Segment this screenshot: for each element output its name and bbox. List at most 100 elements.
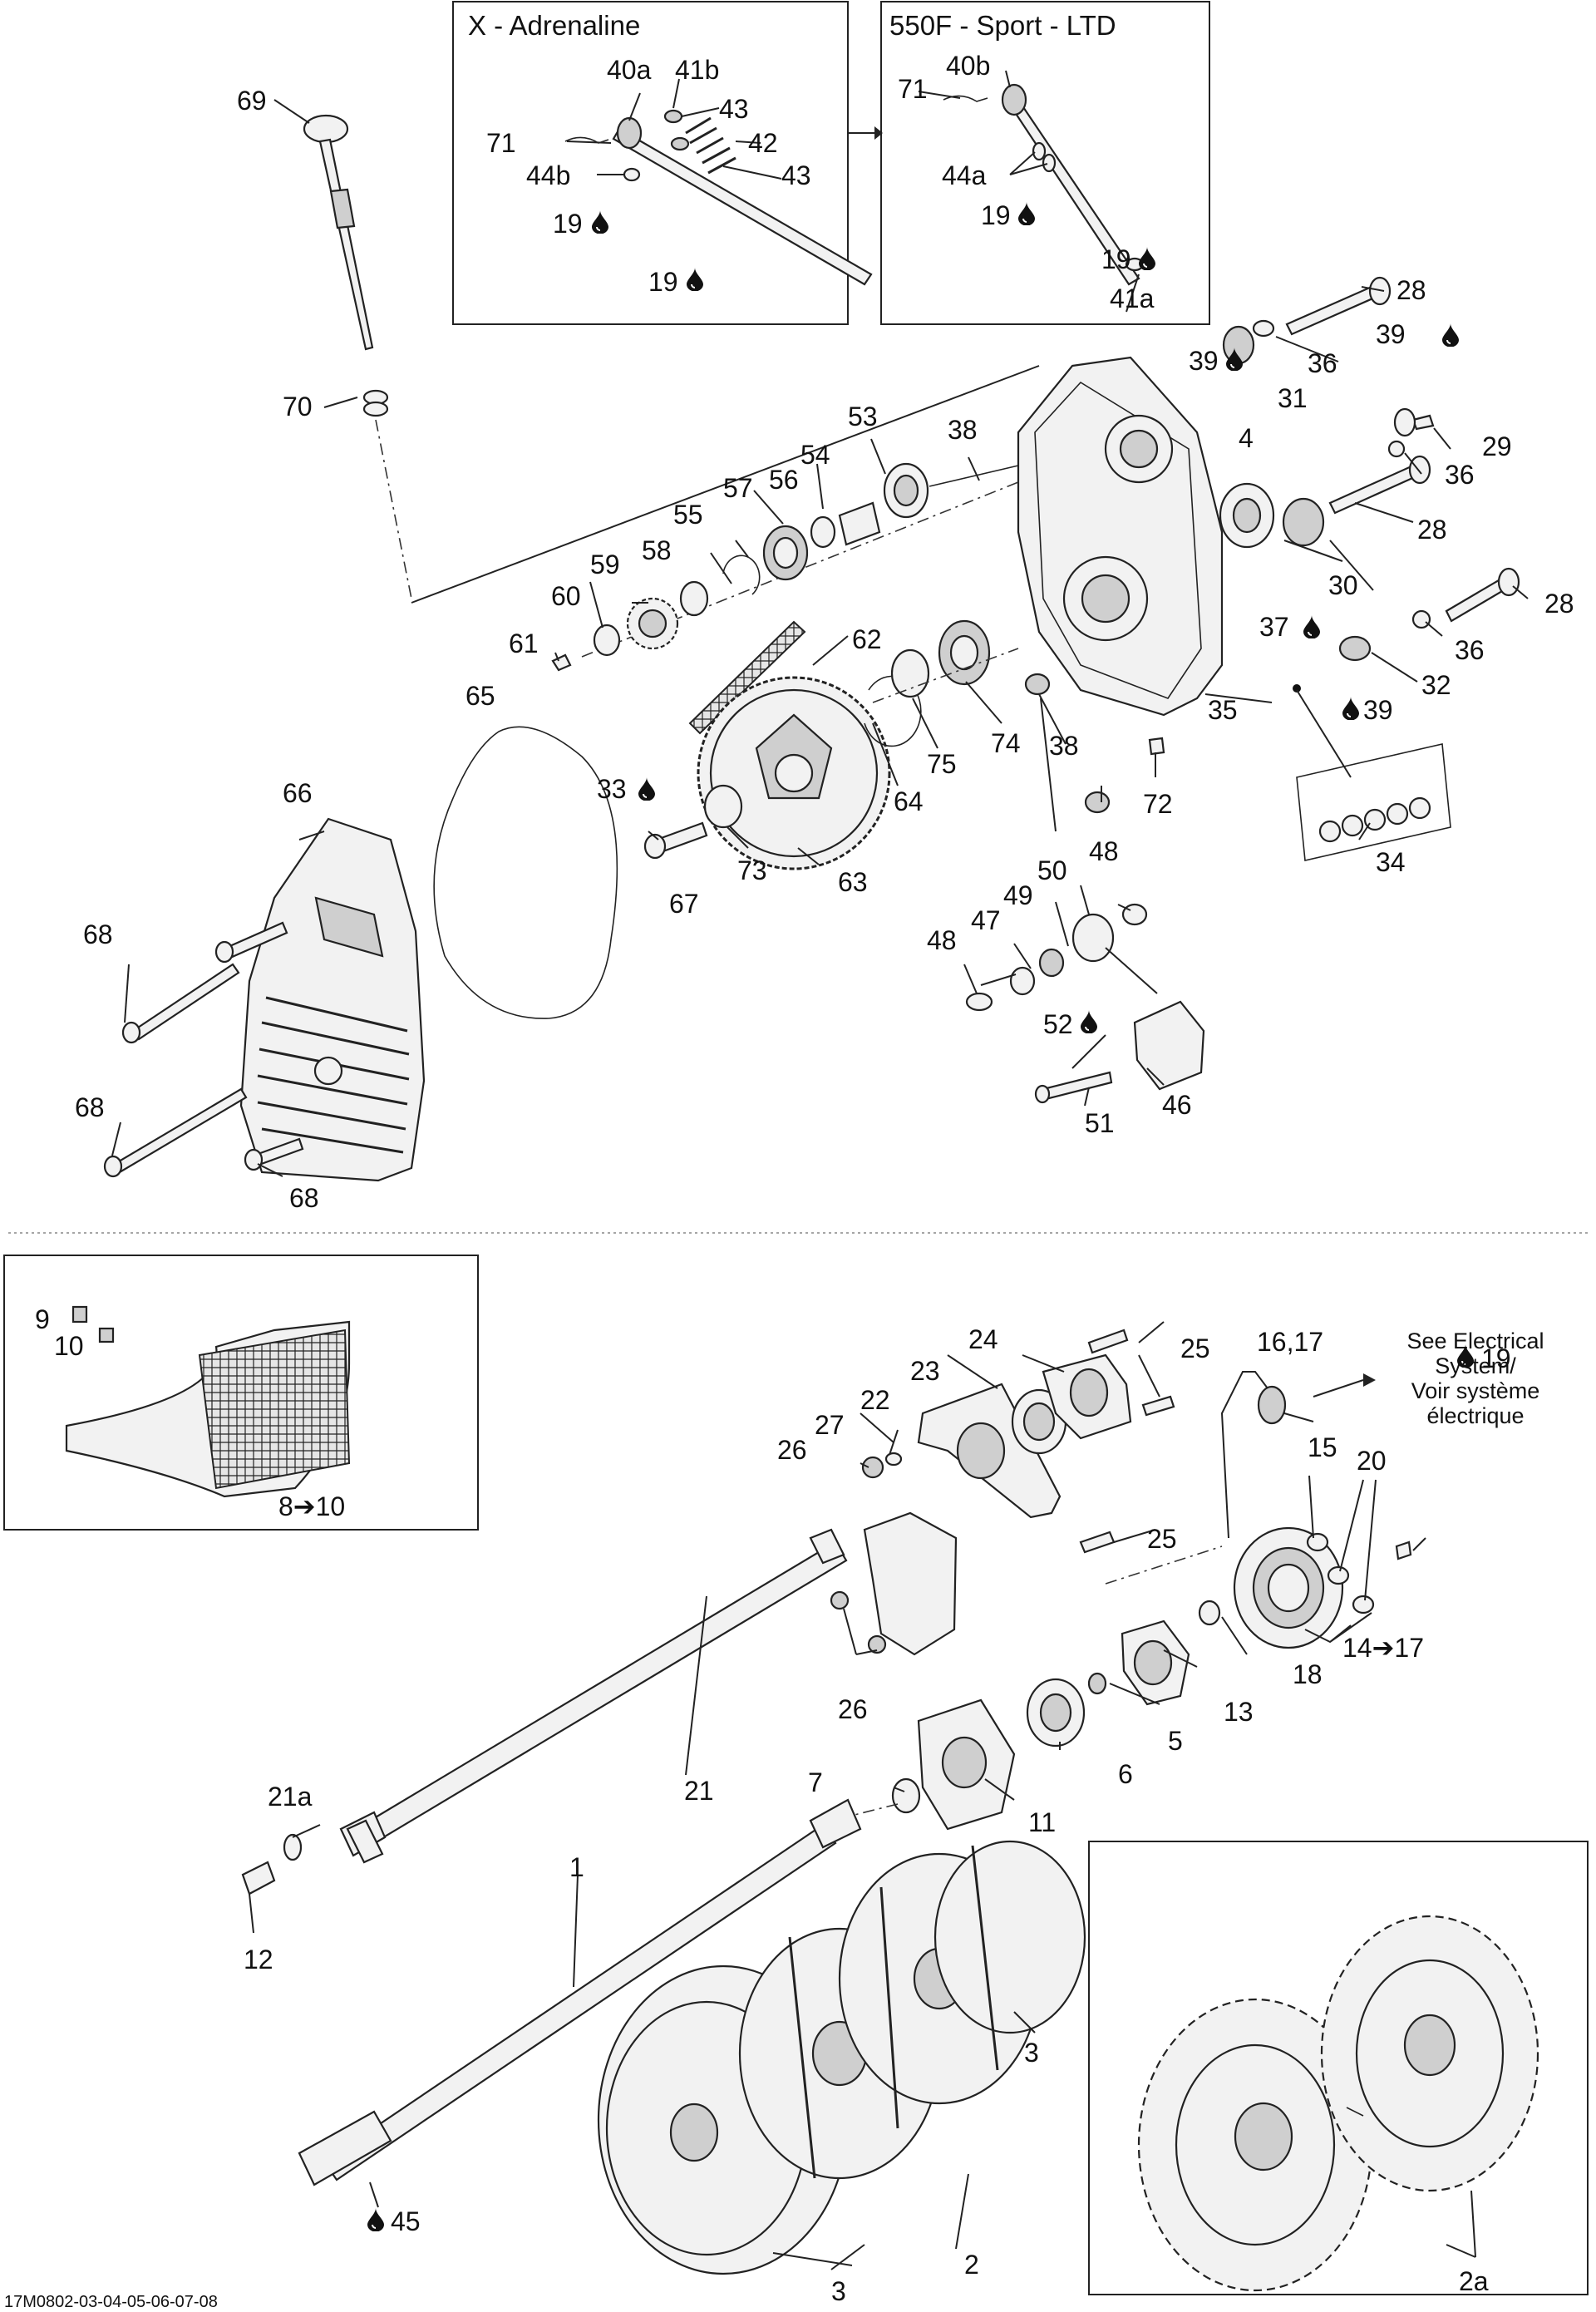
chaincase-cover bbox=[103, 817, 426, 1182]
leader-lines bbox=[111, 70, 1529, 2270]
inset-550f-sport-ltd: 550F - Sport - LTD bbox=[880, 1, 1210, 325]
inset-title-sport: 550F - Sport - LTD bbox=[889, 10, 1116, 41]
callout: 27 bbox=[815, 1410, 845, 1440]
callout: 19 bbox=[553, 209, 583, 239]
oil-drop-icon bbox=[638, 777, 655, 801]
oil-drop-icon bbox=[1442, 323, 1459, 347]
inset-track bbox=[3, 1255, 479, 1531]
oil-drop-icon bbox=[1342, 697, 1359, 720]
callout: 50 bbox=[1037, 855, 1067, 885]
callout: 12 bbox=[244, 1945, 273, 1974]
callout: 71 bbox=[898, 74, 928, 104]
callout: 20 bbox=[1357, 1446, 1387, 1476]
callout: 68 bbox=[75, 1092, 105, 1122]
valve-assembly-adrenaline bbox=[564, 109, 873, 286]
callout: 57 bbox=[723, 473, 753, 503]
callout: 39 bbox=[1376, 319, 1406, 349]
callout: 39 bbox=[1189, 346, 1219, 376]
callout: 22 bbox=[860, 1385, 890, 1415]
callout: 31 bbox=[1278, 383, 1308, 413]
callout: 9 bbox=[35, 1304, 50, 1334]
callout: 28 bbox=[1417, 515, 1447, 545]
callout: 40a bbox=[607, 55, 652, 85]
inset-title-adrenaline: X - Adrenaline bbox=[468, 10, 640, 41]
callout: 24 bbox=[968, 1324, 998, 1354]
callout: 49 bbox=[1003, 880, 1033, 910]
callout: 4 bbox=[1239, 423, 1254, 453]
callout: 56 bbox=[769, 465, 799, 495]
callout: 38 bbox=[948, 415, 978, 445]
callout: 41b bbox=[675, 55, 719, 85]
note-line-4: électrique bbox=[1426, 1403, 1524, 1428]
callout: 6 bbox=[1118, 1759, 1133, 1789]
callout: 19 bbox=[1101, 244, 1131, 274]
callout: 25 bbox=[1147, 1524, 1177, 1554]
callout: 32 bbox=[1421, 670, 1451, 700]
valve-assembly-sport bbox=[943, 83, 1145, 286]
callout: 19 bbox=[648, 267, 678, 297]
electrical-note: See Electrical System/ Voir système élec… bbox=[1406, 1329, 1544, 1428]
oil-drop-icon bbox=[1139, 247, 1155, 270]
chaincase-gasket bbox=[433, 726, 618, 1019]
callout: 26 bbox=[838, 1694, 868, 1724]
callout: 35 bbox=[1208, 695, 1238, 725]
drive-sprockets bbox=[597, 1840, 1086, 2275]
callout: 48 bbox=[927, 925, 957, 955]
oil-drop-icon bbox=[1018, 202, 1035, 225]
callout: 2a bbox=[1459, 2266, 1489, 2296]
drive-axle-1 bbox=[298, 1798, 862, 2186]
bearing-housing-22 bbox=[830, 1329, 1175, 1656]
oil-drop-icon bbox=[592, 210, 608, 234]
chaincase-housing bbox=[1017, 356, 1275, 717]
callout: 7 bbox=[808, 1767, 823, 1797]
callout: 42 bbox=[748, 128, 778, 158]
dipstick bbox=[303, 114, 1040, 604]
note-line-2: System/ bbox=[1435, 1353, 1516, 1378]
shim-set bbox=[1296, 689, 1451, 861]
callout: 39 bbox=[1363, 695, 1393, 725]
callout: 40b bbox=[946, 51, 990, 81]
callout: 10 bbox=[54, 1331, 84, 1361]
callout: 47 bbox=[971, 905, 1001, 935]
callout-labels: 69 70 71 40a 41b 43 42 43 44b 19 19 71 4… bbox=[35, 51, 1574, 2306]
callout: 68 bbox=[83, 919, 113, 949]
callout: 71 bbox=[486, 128, 516, 158]
callout: 5 bbox=[1168, 1726, 1183, 1756]
callout: 30 bbox=[1328, 570, 1358, 600]
callout: 19 bbox=[1481, 1343, 1511, 1373]
callout: 26 bbox=[777, 1435, 807, 1465]
callout: 59 bbox=[590, 550, 620, 579]
callout: 43 bbox=[719, 94, 749, 124]
callout: 60 bbox=[551, 581, 581, 611]
callout: 73 bbox=[737, 855, 767, 885]
callout: 15 bbox=[1308, 1432, 1337, 1462]
callout: 38 bbox=[1049, 731, 1079, 761]
callout: 36 bbox=[1455, 635, 1485, 665]
callout: 14➔17 bbox=[1342, 1633, 1424, 1663]
callout: 19 bbox=[981, 200, 1011, 230]
callout: 21 bbox=[684, 1776, 714, 1806]
callout: 48 bbox=[1089, 836, 1119, 866]
callout: 11 bbox=[1028, 1807, 1056, 1837]
callout: 36 bbox=[1445, 460, 1475, 490]
callout: 62 bbox=[852, 624, 882, 654]
callout: 69 bbox=[237, 86, 267, 116]
callout: 23 bbox=[910, 1356, 940, 1386]
callout: 25 bbox=[1180, 1333, 1210, 1363]
callout: 28 bbox=[1544, 589, 1574, 619]
callout: 61 bbox=[509, 629, 539, 658]
callout: 13 bbox=[1224, 1697, 1254, 1727]
callout: 44a bbox=[942, 160, 987, 190]
callout: 33 bbox=[597, 774, 627, 804]
callout: 3 bbox=[831, 2276, 846, 2306]
inset-alt-sprockets bbox=[1088, 1841, 1589, 2295]
callout: 74 bbox=[991, 728, 1021, 758]
upper-sprocket-components bbox=[551, 462, 1019, 735]
callout: 75 bbox=[927, 749, 957, 779]
callout: 67 bbox=[669, 889, 699, 919]
callout: 43 bbox=[781, 160, 811, 190]
drawing-code: 17M0802-03-04-05-06-07-08 bbox=[4, 2293, 218, 2311]
callout: 64 bbox=[894, 786, 924, 816]
callout: 66 bbox=[283, 778, 313, 808]
callout: 36 bbox=[1308, 348, 1337, 378]
